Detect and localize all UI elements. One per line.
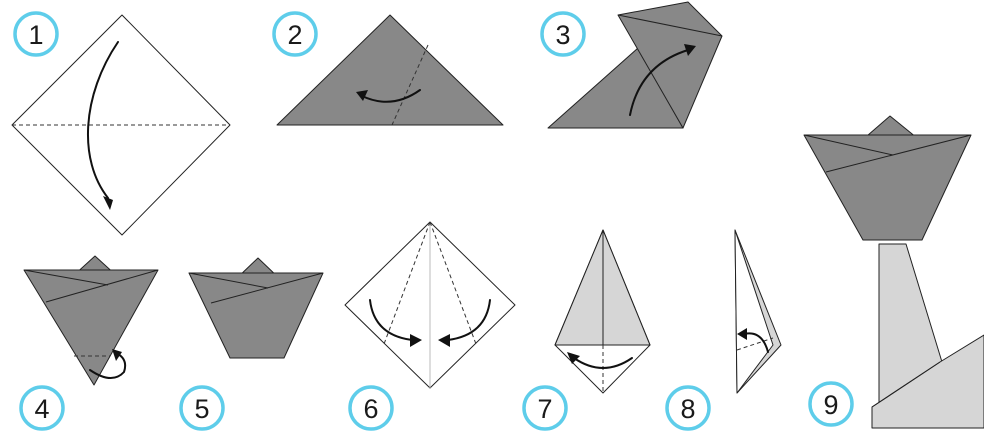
step-badge-8-number: 8: [680, 394, 695, 424]
step-4-diagram: [24, 256, 158, 385]
step-8-diagram: [735, 230, 781, 393]
step-badge-7-number: 7: [537, 394, 552, 424]
step-5-diagram: [189, 258, 323, 358]
step-badge-6-number: 6: [363, 394, 378, 424]
step-9-head: [804, 135, 971, 240]
step-badge-3: 3: [542, 13, 584, 55]
step-badge-6: 6: [350, 387, 392, 429]
step-6-diagram: [345, 222, 515, 388]
step-badge-8: 8: [667, 387, 709, 429]
step-badge-7: 7: [524, 387, 566, 429]
step-7-flap-left: [555, 230, 603, 345]
step-badge-5: 5: [181, 387, 223, 429]
step-badge-5-number: 5: [194, 394, 209, 424]
step-9-diagram: [804, 116, 984, 428]
step-badge-9: 9: [810, 383, 852, 425]
step-badge-4-number: 4: [34, 394, 49, 424]
step-4-head: [24, 270, 158, 385]
step-badge-1: 1: [15, 13, 57, 55]
step-badge-2: 2: [274, 13, 316, 55]
step-badge-4: 4: [21, 387, 63, 429]
step-7-flap-right: [603, 230, 650, 345]
step-badge-1-number: 1: [28, 20, 43, 50]
step-badge-9-number: 9: [823, 390, 838, 420]
step-7-diagram: [555, 230, 650, 393]
step-badge-2-number: 2: [287, 20, 302, 50]
step-badge-3-number: 3: [555, 20, 570, 50]
